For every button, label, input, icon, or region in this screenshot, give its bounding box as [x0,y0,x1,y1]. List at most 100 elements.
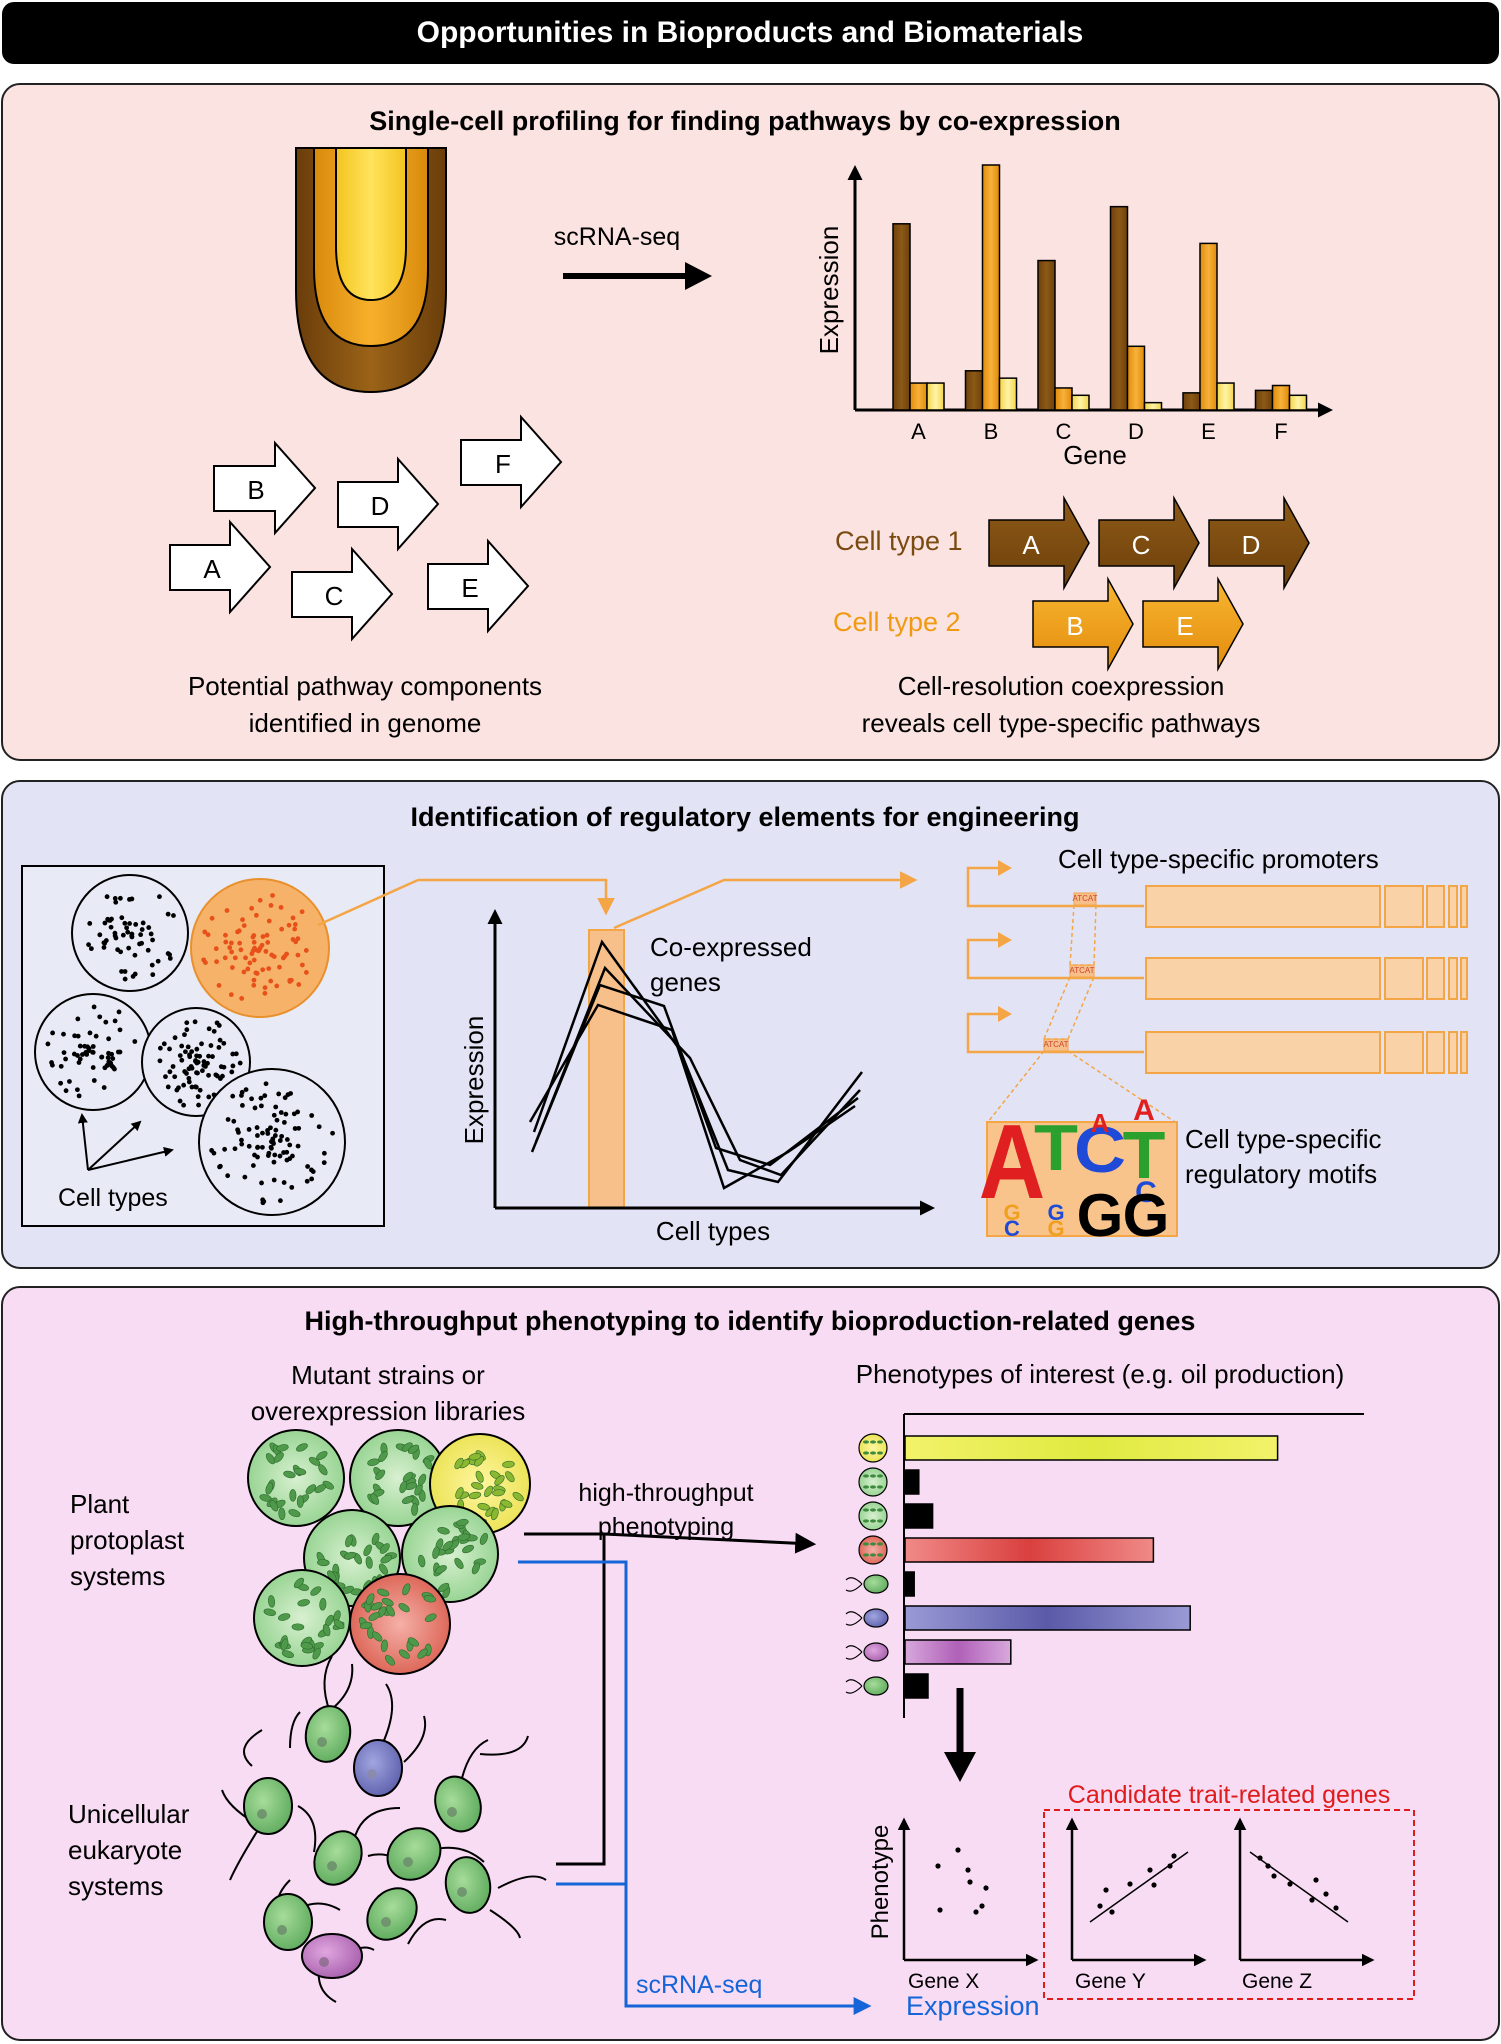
plant-label-line3: systems [70,1561,165,1591]
gene-arrow-f: F [460,414,563,510]
genome-caption-line2: identified in genome [249,708,482,738]
gene-arrow-a-label: A [203,554,221,584]
cluster-dots [45,893,335,1206]
line-chart-ylabel: Expression [459,1016,489,1145]
mutants-label-line1: Mutant strains or [291,1360,485,1390]
scatter-gene-x: Gene X [897,1817,1039,1993]
phenotype-bar [904,1537,1155,1563]
coexpressed-label-line1: Co-expressed [650,932,812,962]
pathway-arrow-a-label: A [1022,530,1040,560]
bar-tick-d: D [1128,419,1144,444]
pathway-arrow-b-label: B [1066,611,1083,641]
plant-label-line1: Plant [70,1489,130,1519]
motif-letter: T [1123,1119,1166,1193]
cell-type2-pathway: B E [1032,576,1244,672]
bar-c-orange [1054,387,1073,411]
panel1-title: Single-cell profiling for finding pathwa… [369,106,1121,136]
htp-connector [524,1532,817,1866]
coexpression-line-2 [534,965,861,1177]
cell-types-label: Cell types [58,1184,168,1212]
bar-tick-c: C [1056,419,1072,444]
result-caption-line2: reveals cell type-specific pathways [862,708,1261,738]
expression-label-bottom: Expression [906,1991,1040,2021]
motif-letter: G [1047,1200,1064,1225]
promoters-label: Cell type-specific promoters [1058,844,1379,874]
protoplast-icon [858,1501,888,1531]
scatter-gene-y: Gene Y [1065,1817,1207,1993]
pathway-arrow-b: B [1032,576,1134,672]
promoter-constructs: ATCAT ATCAT [966,860,1468,1123]
gene-arrow-c: C [291,546,394,642]
panel2-title: Identification of regulatory elements fo… [410,802,1079,832]
phenotype-bar [904,1605,1191,1631]
result-caption-line1: Cell-resolution coexpression [898,671,1225,701]
htp-label-line1: high-throughput [578,1479,753,1507]
pathway-arrow-d-label: D [1242,530,1261,560]
phenotype-strain-icons [845,1433,889,1696]
protoplast-cells [247,1429,531,1675]
euk-cell [386,1827,442,1881]
line-chart-xlabel: Cell types [656,1216,770,1246]
phenotype-bar [904,1469,920,1495]
genome-caption-line1: Potential pathway components [188,671,542,701]
bar-a-yellow [926,382,945,411]
bar-a-orange [909,382,928,411]
coexpressed-label-line2: genes [650,967,721,997]
title-banner: Opportunities in Bioproducts and Biomate… [2,2,1499,64]
pathway-arrow-c-label: C [1132,530,1151,560]
gene-arrow-b: B [213,440,317,536]
pathway-arrow-d: D [1208,495,1310,591]
motif-letter: A [1091,1108,1110,1138]
motif-letter: G [1123,1182,1170,1249]
svg-text:ATCAT: ATCAT [1043,1040,1068,1049]
panel-regulatory-elements: Identification of regulatory elements fo… [1,780,1500,1269]
protoplast-icon [858,1535,888,1565]
genome-gene-arrows: A B C D E F [169,414,563,642]
panel-single-cell-profiling: Single-cell profiling for finding pathwa… [1,83,1500,761]
bar-d-yellow [1143,401,1163,411]
bar-f-yellow [1288,394,1308,411]
phenotype-bar-chart [845,1413,1364,1718]
bar-e-orange [1199,242,1218,411]
promoter-construct-2: ATCAT [966,932,1468,1000]
euk-cell [304,1705,352,1763]
protoplast-icon [858,1467,888,1497]
phenotype-bar [904,1503,934,1529]
scrnaseq-arrow [563,262,712,290]
gene-arrow-e-label: E [461,573,478,603]
pathway-arrow-a: A [988,495,1090,591]
gene-arrow-c-label: C [325,581,344,611]
bar-tick-a: A [911,419,926,444]
euk-cell [434,1775,482,1833]
svg-text:ATCAT: ATCAT [1069,966,1094,975]
coexpression-line-4 [528,1003,856,1190]
pathway-arrow-e: E [1142,576,1244,672]
scrnaseq-label-top: scRNA-seq [554,223,680,251]
unicellular-cells [221,1655,547,2003]
coexpression-line-chart: Expression Cell types Co-expressed genes [459,909,935,1246]
euk-cell [313,1830,363,1886]
bar-tick-f: F [1274,419,1287,444]
phenotypes-title: Phenotypes of interest (e.g. oil product… [856,1359,1345,1389]
motif-letter: C [1074,1113,1126,1186]
pathway-arrow-c: C [1098,495,1200,591]
bar-c-yellow [1071,394,1090,411]
phenotype-axis-label: Phenotype [867,1825,894,1940]
gene-y-label: Gene Y [1075,1970,1146,1993]
panel3-title: High-throughput phenotyping to identify … [305,1306,1196,1336]
bar-b-dark [964,370,984,411]
cell-type1-pathway: A C D [988,495,1310,591]
euk-cell [444,1856,492,1914]
htp-label-line2: phenotyping [598,1513,734,1541]
gene-arrow-b-label: B [247,475,264,505]
bar-a-dark [892,223,911,411]
bar-tick-e: E [1201,419,1216,444]
gene-arrow-d-label: D [371,491,390,521]
plant-label-line2: protoplast [70,1525,185,1555]
candidate-label: Candidate trait-related genes [1068,1781,1390,1809]
phenotype-bar [904,1639,1012,1665]
